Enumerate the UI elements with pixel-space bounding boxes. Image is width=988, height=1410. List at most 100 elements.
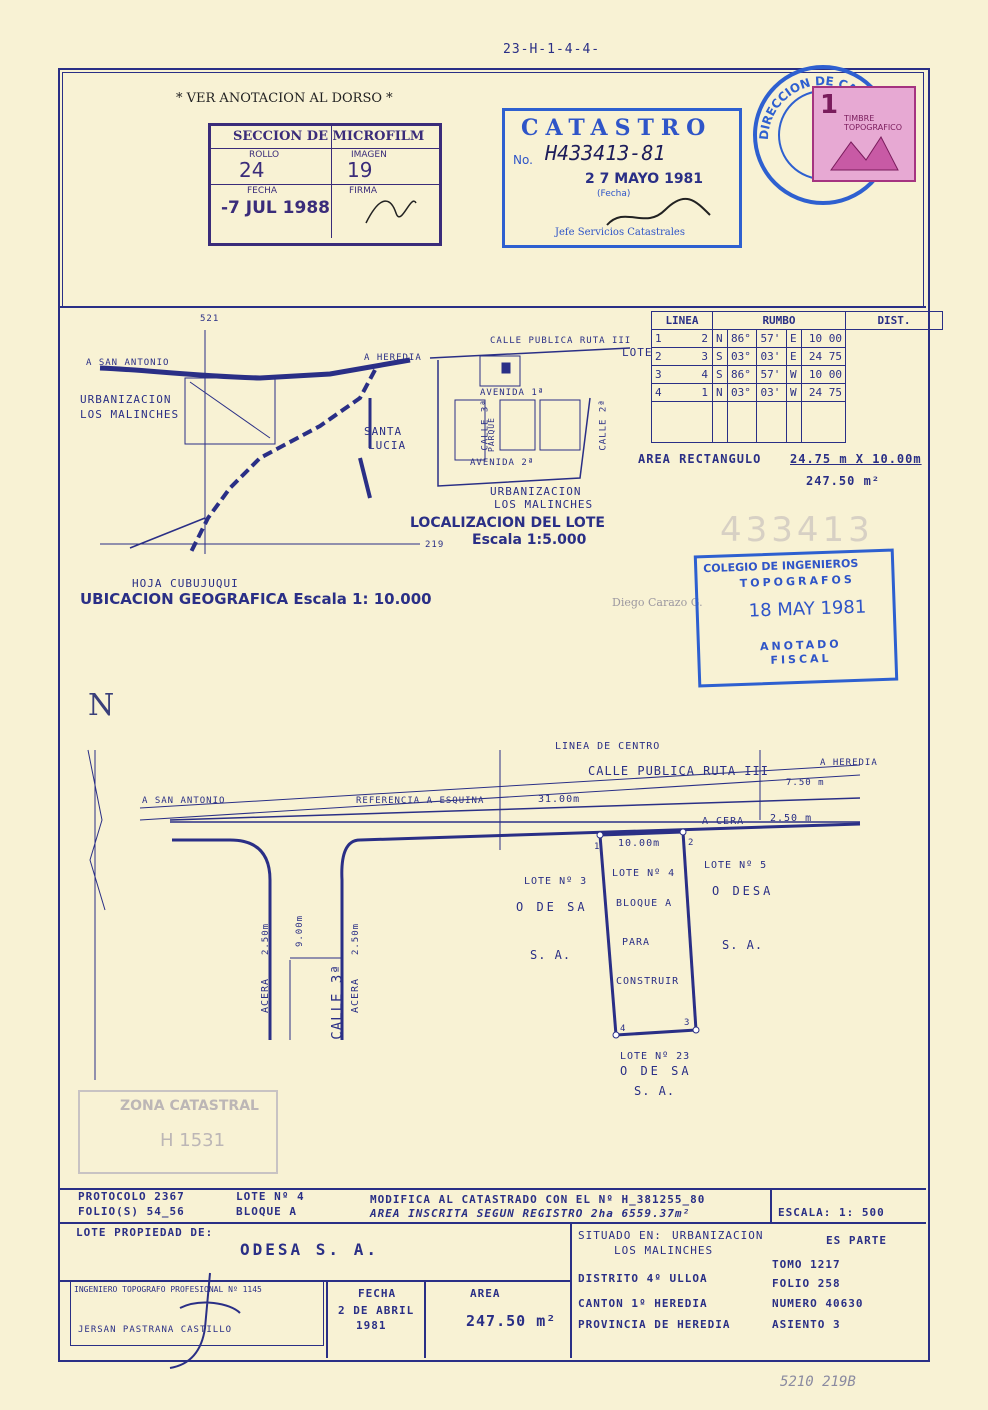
asiento: ASIENTO 3 xyxy=(772,1318,841,1331)
lote4-label: LOTE Nº 4 xyxy=(612,868,676,879)
canton: CANTON 1º HEREDIA xyxy=(578,1297,708,1310)
plan-acera: A CERA xyxy=(702,816,745,827)
loc-los-malinches-2: LOS MALINCHES xyxy=(494,498,594,511)
catastro-fecha-value: 2 7 MAYO 1981 xyxy=(585,171,704,187)
provincia: PROVINCIA DE HEREDIA xyxy=(578,1318,731,1331)
situado-label: SITUADO EN: xyxy=(578,1229,662,1242)
firma-label: FIRMA xyxy=(349,186,378,196)
plan-calle-3: CALLE 3ª xyxy=(329,964,346,1040)
lote5-label: LOTE Nº 5 xyxy=(704,860,768,871)
zona-value: H 1531 xyxy=(160,1130,226,1151)
cell: 57' xyxy=(756,365,787,384)
cell: 86° xyxy=(726,365,758,384)
fecha-2: 1981 xyxy=(356,1319,387,1332)
loc-santa: SANTA xyxy=(364,425,403,438)
loc-lote: LOTE xyxy=(622,346,653,359)
loc-parque: PARQUE xyxy=(486,417,496,452)
colegio-date: 18 MAY 1981 xyxy=(748,596,867,622)
north-arrow-icon: N xyxy=(88,688,115,723)
th-dist: DIST. xyxy=(845,311,943,330)
table-row: 3 4 S 86° 57' W 10 00 xyxy=(651,365,943,384)
fecha-label-footer: FECHA xyxy=(358,1287,397,1300)
escala-5000: Escala 1:5.000 xyxy=(472,532,587,548)
coord-521: 521 xyxy=(200,314,220,324)
lote23-owner: O DE SA xyxy=(620,1064,692,1078)
timbre-stamp: 1 TIMBRE TOPOGRAFICO xyxy=(812,86,916,182)
plan-acera-left: ACERA xyxy=(260,977,272,1014)
imagen-value: 19 xyxy=(347,158,373,182)
hoja-cubujuqui: HOJA CUBUJUQUI xyxy=(132,577,239,590)
footer-vdivider-fecha xyxy=(326,1280,328,1358)
lote3-sa: S. A. xyxy=(530,948,572,962)
cell: S xyxy=(712,347,728,366)
lot-plan xyxy=(87,749,861,1080)
signature-icon xyxy=(365,200,417,224)
catastro-no-value: H433413-81 xyxy=(545,141,666,165)
fecha-label: FECHA xyxy=(247,186,278,196)
jersan: JERSAN PASTRANA CASTILLO xyxy=(78,1325,233,1335)
bottom-note: 5210 219B xyxy=(780,1374,856,1390)
es-parte: ES PARTE xyxy=(826,1234,887,1247)
cell: 24 75 xyxy=(800,383,847,402)
catastro-signature-icon xyxy=(606,197,711,226)
ingeniero: INGENIERO TOPOGRAFO PROFESIONAL Nº 1145 xyxy=(74,1285,262,1294)
microfilm-title: SECCION DE MICROFILM xyxy=(233,129,425,144)
th-rumbo: RUMBO xyxy=(712,311,846,330)
protocolo: PROTOCOLO 2367 xyxy=(78,1190,185,1203)
cell: N xyxy=(712,329,728,348)
lote4-bloque: BLOQUE A xyxy=(616,898,673,909)
location-map xyxy=(99,330,631,555)
catastro-fecha-label: (Fecha) xyxy=(597,189,631,199)
dist-750: 7.50 m xyxy=(786,778,825,788)
timbre-value: 1 xyxy=(820,90,839,120)
cell: 2 3 xyxy=(651,347,713,366)
situado-1: URBANIZACION xyxy=(672,1229,764,1242)
rollo-value: 24 xyxy=(239,158,265,182)
plan-calle-publica: CALLE PUBLICA RUTA III xyxy=(588,764,769,778)
loc-urbanizacion-2: URBANIZACION xyxy=(490,485,582,498)
ver-anotacion-note: * VER ANOTACION AL DORSO * xyxy=(176,91,393,106)
linea-centro: LINEA DE CENTRO xyxy=(555,741,661,752)
cell: W xyxy=(785,383,802,402)
plan-acera-right: ACERA xyxy=(350,977,362,1014)
faint-diego: Diego Carazo G. xyxy=(612,596,703,609)
catastro-title: CATASTRO xyxy=(521,115,713,141)
coord-219: 219 xyxy=(425,540,445,550)
vertex-2: 2 xyxy=(688,838,695,848)
zona-title: ZONA CATASTRAL xyxy=(120,1098,259,1114)
modifica: MODIFICA AL CATASTRADO CON EL Nº H_38125… xyxy=(370,1193,706,1206)
lote23-sa: S. A. xyxy=(634,1084,676,1098)
referencia-esquina: REFERENCIA A ESQUINA xyxy=(356,796,485,806)
vertex-1: 1 xyxy=(594,842,601,852)
lote3-owner: O DE SA xyxy=(516,900,588,914)
engineer-signature-icon xyxy=(169,1272,241,1369)
loc-avenida-1: AVENIDA 1ª xyxy=(480,388,545,398)
lote4-para: PARA xyxy=(622,937,651,948)
colegio-stamp: COLEGIO DE INGENIEROS TOPOGRAFOS 18 MAY … xyxy=(693,548,899,688)
cell: 03° xyxy=(726,347,758,366)
area-rectangulo-label: AREA RECTANGULO xyxy=(638,452,762,466)
reference-number: 23-H-1-4-4- xyxy=(503,42,601,57)
lote3-label: LOTE Nº 3 xyxy=(524,876,588,887)
folios: FOLIO(S) 54_56 xyxy=(78,1205,185,1218)
vertex-4: 4 xyxy=(620,1024,627,1034)
dist-250: 2.50 m xyxy=(770,813,813,824)
fecha-value: -7 JUL 1988 xyxy=(221,198,330,218)
loc-calle-publica: CALLE PUBLICA RUTA III xyxy=(490,336,632,346)
vertex-3: 3 xyxy=(684,1018,691,1028)
plan-a-san-antonio: A SAN ANTONIO xyxy=(142,796,226,806)
area-label: AREA xyxy=(470,1287,501,1300)
cell: 03° xyxy=(726,383,758,402)
th-linea: LINEA xyxy=(651,311,713,330)
main-frame xyxy=(58,68,930,1362)
catastro-no-label: No. xyxy=(513,153,533,167)
situado-2: LOS MALINCHES xyxy=(614,1244,714,1257)
lote23-label: LOTE Nº 23 xyxy=(620,1051,691,1062)
cell: W xyxy=(785,365,802,384)
area-value: 247.50 m² xyxy=(466,1312,557,1330)
rumbo-table: LINEA RUMBO DIST. 1 2 N 86° 57' E 10 00 … xyxy=(651,311,943,443)
cell: 3 4 xyxy=(651,365,713,384)
table-row: 2 3 S 03° 03' E 24 75 xyxy=(651,347,943,366)
footer-vdivider-area xyxy=(424,1280,426,1358)
distrito: DISTRITO 4º ULLOA xyxy=(578,1272,708,1285)
